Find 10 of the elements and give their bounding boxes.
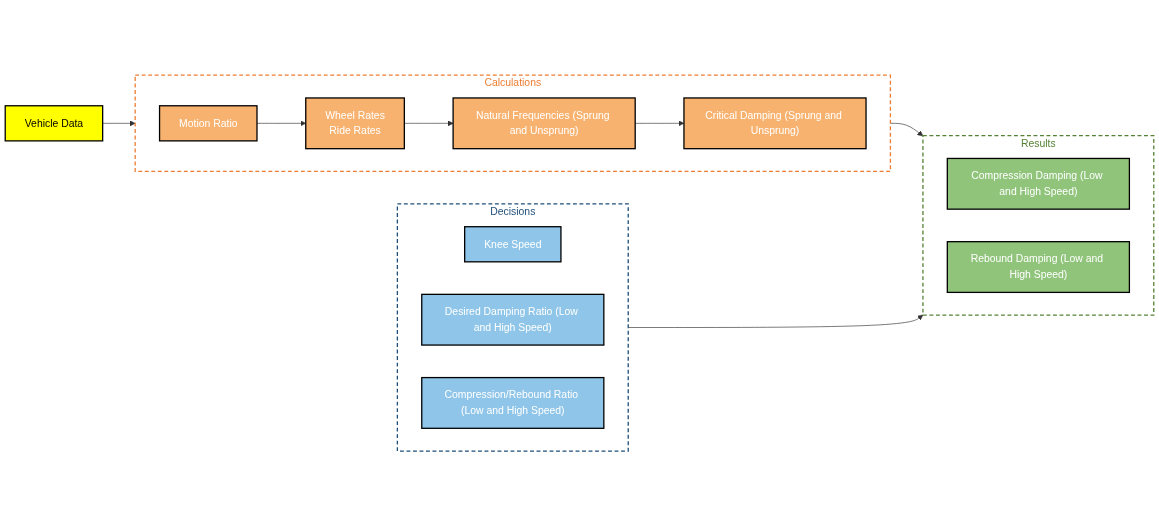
node-box: Motion Ratio [158,105,258,142]
node-box: Desired Damping Ratio (Low and High Speed) [421,294,605,347]
node-box: Compression Damping (Low and High Speed) [946,158,1131,211]
node-box: Knee Speed [464,226,562,263]
node-box: Rebound Damping (Low and High Speed) [946,241,1131,294]
node-box: Critical Damping (Sprung and Unsprung) [683,97,867,150]
node-box: Natural Frequencies (Sprung and Unsprung) [452,97,636,150]
node-box: Vehicle Data [4,105,104,142]
node-box: Wheel Rates Ride Rates [305,97,405,150]
node-box: Compression/Rebound Ratio (Low and High Speed) [421,377,605,430]
